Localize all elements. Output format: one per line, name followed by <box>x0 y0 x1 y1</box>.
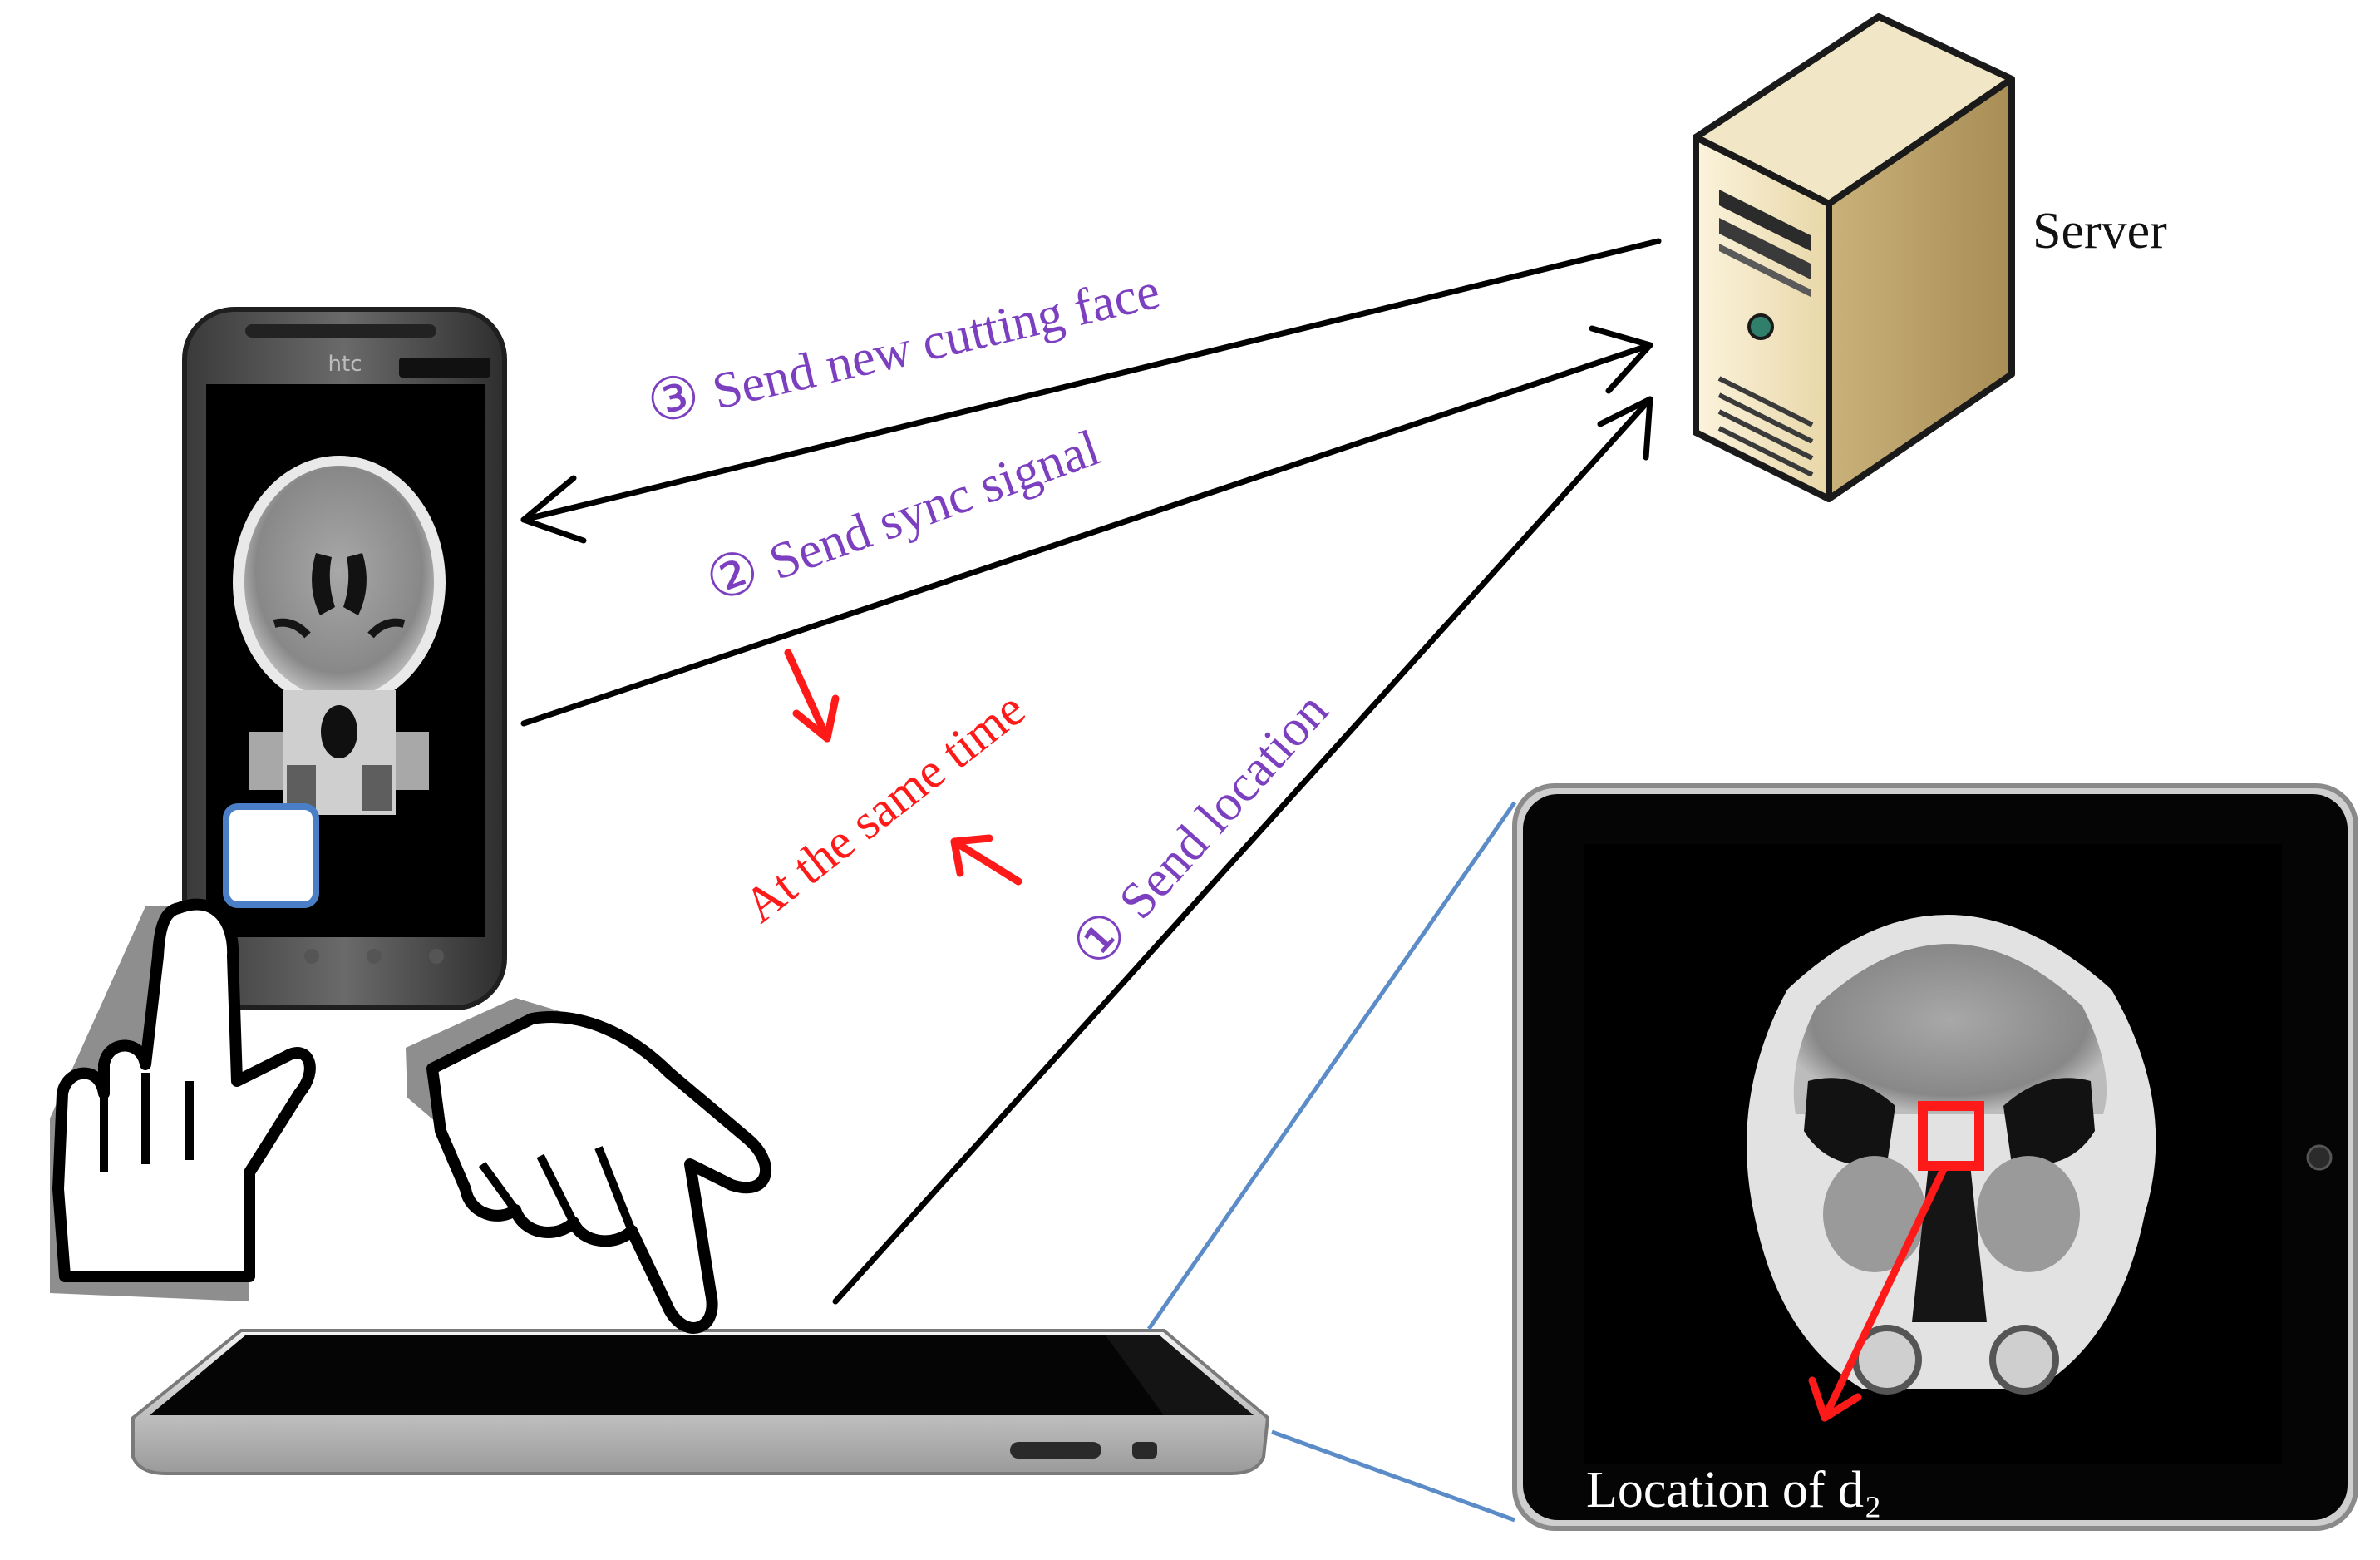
red-arrow-location <box>1808 1162 1949 1422</box>
pointing-hand-icon <box>406 998 772 1334</box>
arrow-sync-signal <box>520 325 1653 727</box>
step-3-label: Send new cutting face <box>707 263 1165 421</box>
phone-brand-label: htc <box>328 352 362 377</box>
step-1-label: Send location <box>1108 682 1339 930</box>
arrow-new-cutting-face <box>520 238 1662 544</box>
highlight-box <box>1918 1101 1984 1171</box>
zoom-connector <box>1271 1429 1515 1523</box>
ct-scan-image <box>1747 915 2156 1395</box>
arrow-send-location <box>832 396 1653 1305</box>
red-arrow-up <box>950 834 1022 886</box>
ct-scan-image <box>233 456 446 815</box>
step-2-number: ② <box>697 537 768 615</box>
server-label: Server <box>2033 203 2167 259</box>
zoom-connector <box>1146 801 1517 1330</box>
sync-note: At the same time <box>733 681 1034 933</box>
tablet-icon: Location of d₂ <box>1512 783 2358 1531</box>
smartphone-icon: htc <box>182 307 507 1010</box>
touch-selection-box <box>223 803 319 908</box>
step-3-number: ③ <box>641 363 706 437</box>
step-2-label: Send sync signal <box>762 419 1107 590</box>
tablet-icon <box>131 1329 1270 1475</box>
pointing-hand-icon <box>50 898 316 1301</box>
red-arrow-down <box>784 649 840 743</box>
server-icon <box>1693 13 2015 502</box>
location-caption: Location of d₂ <box>1586 1462 1882 1518</box>
